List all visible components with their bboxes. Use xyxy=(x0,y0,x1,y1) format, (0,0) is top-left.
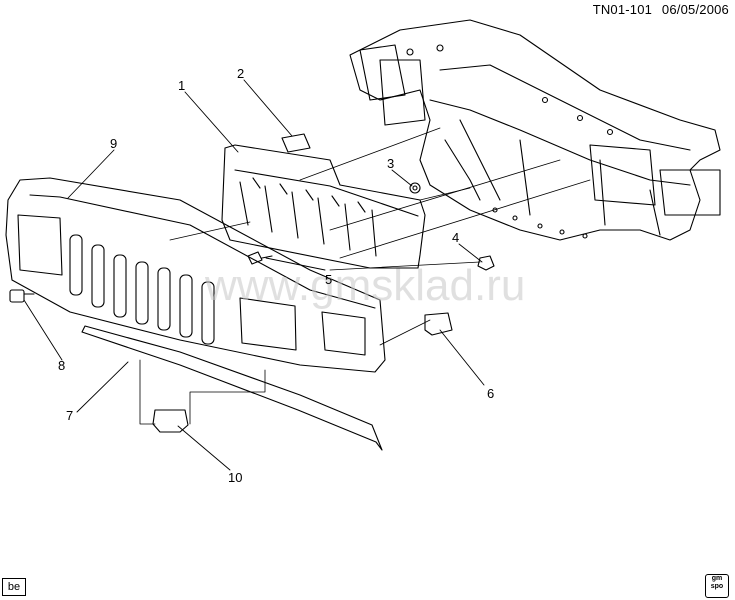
grille-shell xyxy=(5,177,386,373)
bolt-fastener xyxy=(247,251,273,265)
callout-1: 1 xyxy=(178,78,185,93)
emblem-bracket xyxy=(152,409,189,433)
diagram-code: TN01-101 xyxy=(592,2,653,17)
guide-lines xyxy=(139,127,591,425)
callout-6: 6 xyxy=(487,386,494,401)
callout-3: 3 xyxy=(387,156,394,171)
grille-bolt xyxy=(9,289,35,303)
callout-5: 5 xyxy=(325,272,332,287)
callout-10: 10 xyxy=(228,470,242,485)
radiator-support xyxy=(349,19,721,241)
callout-7: 7 xyxy=(66,408,73,423)
watermark-text: www.gmsklad.ru xyxy=(204,261,525,310)
leader-lines xyxy=(23,79,485,471)
diagram-header: TN01-101 06/05/2006 xyxy=(587,2,729,17)
grille-insert xyxy=(221,144,426,269)
label-sticker xyxy=(281,133,311,153)
callout-numbers: 1 2 3 4 5 6 7 8 9 10 xyxy=(58,66,494,485)
side-bracket xyxy=(424,312,453,336)
callout-2: 2 xyxy=(237,66,244,81)
view-badge: be xyxy=(2,578,26,596)
gm-spo-icon: gm spo xyxy=(705,574,729,598)
clip-fastener xyxy=(477,255,495,271)
nut-fastener xyxy=(409,182,421,194)
callout-8: 8 xyxy=(58,358,65,373)
diagram-date: 06/05/2006 xyxy=(661,2,729,17)
callout-9: 9 xyxy=(110,136,117,151)
grille-seal-strip xyxy=(81,325,383,451)
callout-4: 4 xyxy=(452,230,459,245)
